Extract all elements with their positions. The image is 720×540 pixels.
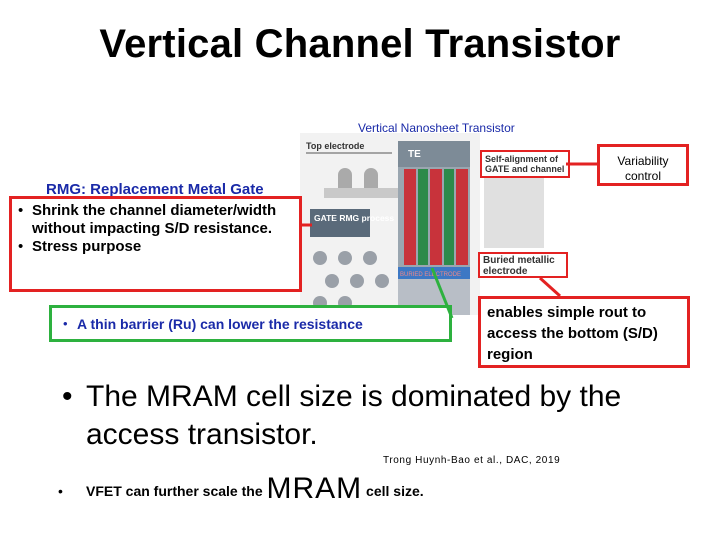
vfet-bullet: •VFET can further scale the MRAM cell si… [58,472,424,505]
pillar-array-illustration [313,251,389,310]
self-alignment-callout: Self-alignment of GATE and channel [480,150,570,178]
buried-electrode-callout: Buried metallic electrode [478,252,568,278]
device-stack: TE BURIED ELECTRODE [398,141,470,315]
svg-text:TE: TE [408,149,421,160]
rmg-bullet: Stress purpose [15,238,297,256]
svg-text:BURIED ELECTRODE: BURIED ELECTRODE [400,272,461,278]
mram-large-text: MRAM [266,472,363,505]
rmg-heading: RMG: Replacement Metal Gate [46,181,264,198]
rmg-bullet-list: Shrink the channel diameter/width withou… [15,202,297,256]
barrier-note: A thin barrier (Ru) can lower the resist… [60,316,720,332]
tem-micrograph-thumbnail [484,178,544,248]
vnt-cross-section-figure: Top electrode GATE RMG process TE BURIED… [300,133,480,315]
pillar-illustration-top [324,168,404,198]
route-note-box [478,296,690,368]
svg-text:GATE RMG process: GATE RMG process [314,213,394,223]
top-electrode-label: Top electrode [306,141,364,151]
variability-control-box: Variability control [597,144,689,186]
bullet-dot: • [58,483,63,499]
rmg-box [9,196,302,292]
citation: Trong Huynh-Bao et al., DAC, 2019 [383,455,561,466]
bullet-dot: • [62,380,73,413]
rmg-bullet: Shrink the channel diameter/width withou… [15,202,297,238]
route-connector [538,276,562,298]
figure-subtitle: Vertical Nanosheet Transistor [358,121,515,135]
gate-rmg-badge: GATE RMG process [310,209,394,237]
route-note: enables simple rout to access the bottom… [487,304,658,363]
mram-bullet: • The MRAM cell size is dominated by the… [62,380,622,451]
page-title: Vertical Channel Transistor [99,22,621,66]
